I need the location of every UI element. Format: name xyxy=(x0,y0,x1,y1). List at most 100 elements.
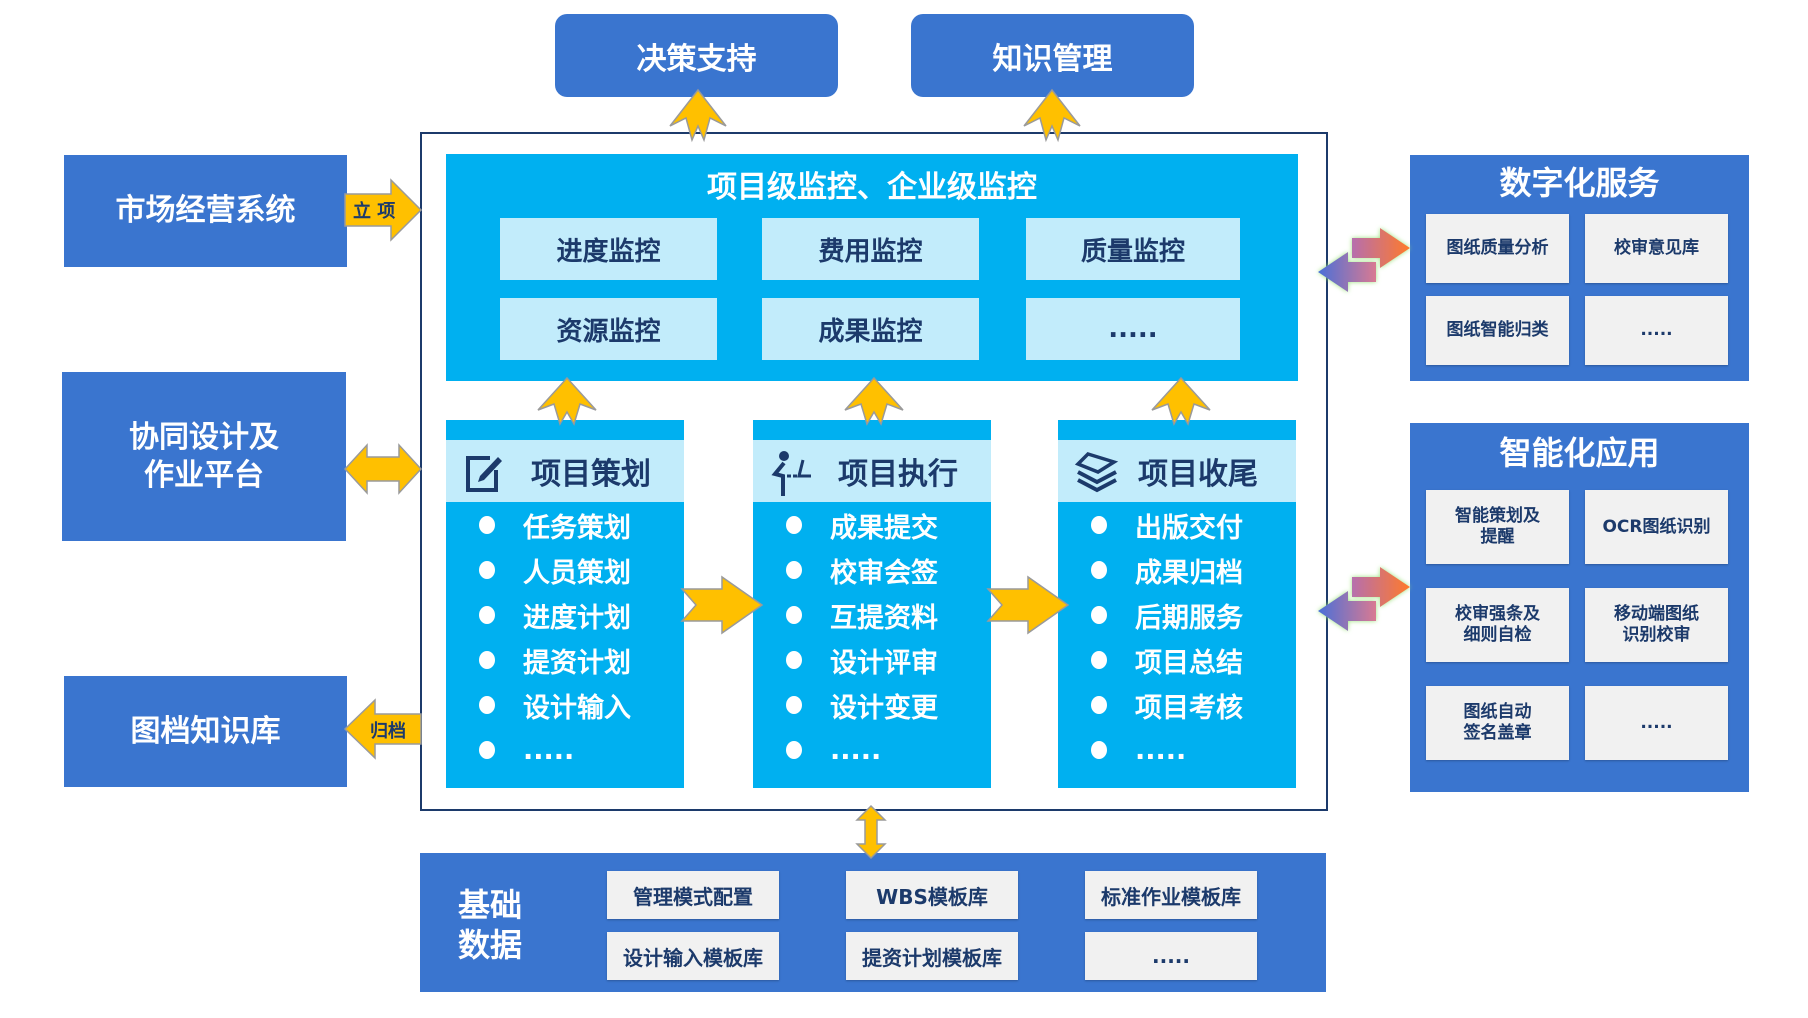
archive-arrow-icon xyxy=(343,698,422,760)
phase-header: 项目收尾 xyxy=(1058,440,1296,502)
phase-stripe xyxy=(1058,420,1296,440)
phase-body: 出版交付 成果归档 后期服务 项目总结 项目考核 ..... xyxy=(1058,502,1296,788)
phase-item: 成果提交 xyxy=(830,512,938,544)
monitor-card: 进度监控 xyxy=(500,218,717,280)
collab-platform-label-line1: 协同设计及 xyxy=(129,419,279,455)
bullet-icon xyxy=(1091,696,1107,714)
monitor-card: 成果监控 xyxy=(762,298,979,360)
phase-title: 项目执行 xyxy=(838,457,958,492)
bullet-icon xyxy=(786,561,802,579)
phase-item: 后期服务 xyxy=(1135,602,1243,634)
base-data-label-line1: 基础 xyxy=(457,886,522,924)
smart-app-card-line: ..... xyxy=(1640,712,1673,733)
collab-platform-label-line2: 作业平台 xyxy=(144,457,264,493)
bullet-icon xyxy=(786,696,802,714)
up-arrow-icon xyxy=(537,376,597,426)
smart-app-card: OCR图纸识别 xyxy=(1585,490,1728,564)
phase-item: ..... xyxy=(830,734,882,766)
smart-app-card: 移动端图纸 识别校审 xyxy=(1585,588,1728,662)
phase-item: ..... xyxy=(523,734,575,766)
bullet-icon xyxy=(1091,741,1107,759)
layers-icon xyxy=(1074,452,1119,493)
service-card: 图纸质量分析 xyxy=(1426,214,1569,283)
smart-app-card-line: 提醒 xyxy=(1480,527,1515,547)
service-card: 图纸智能归类 xyxy=(1426,296,1569,365)
up-arrow-icon xyxy=(669,88,727,143)
monitor-card: 资源监控 xyxy=(500,298,717,360)
smart-app-card: 校审强条及 细则自检 xyxy=(1426,588,1569,662)
phase-item: 项目总结 xyxy=(1135,647,1243,679)
exchange-arrows-icon xyxy=(1318,228,1410,292)
phase-column-closing: 项目收尾 出版交付 成果归档 后期服务 项目总结 项目考核 ..... xyxy=(1058,420,1296,788)
bullet-icon xyxy=(1091,561,1107,579)
phase-column-planning: 项目策划 任务策划 人员策划 进度计划 提资计划 设计输入 ..... xyxy=(446,420,684,788)
smart-app-card: 智能策划及 提醒 xyxy=(1426,490,1569,564)
smart-apps-title: 智能化应用 xyxy=(1499,434,1660,472)
smart-app-card-line: OCR图纸识别 xyxy=(1602,516,1711,537)
archive-arrow-label: 归档 xyxy=(370,721,406,742)
monitor-card: ..... xyxy=(1026,298,1240,360)
monitoring-title: 项目级监控、企业级监控 xyxy=(707,170,1037,205)
phase-item: 项目考核 xyxy=(1135,692,1243,724)
smart-app-card-line: 细则自检 xyxy=(1463,625,1532,645)
phase-column-execution: 项目执行 成果提交 校审会签 互提资料 设计评审 设计变更 ..... xyxy=(753,420,991,788)
phase-item: 校审会签 xyxy=(830,557,938,589)
phase-item: 人员策划 xyxy=(523,557,631,589)
bullet-icon xyxy=(479,651,495,669)
smart-app-card-line: 图纸自动 xyxy=(1463,702,1532,722)
bullet-icon xyxy=(786,516,802,534)
bullet-icon xyxy=(479,741,495,759)
person-desk-icon xyxy=(771,451,811,496)
market-system-box: 市场经营系统 xyxy=(64,155,347,267)
vertical-double-arrow-icon xyxy=(855,804,887,860)
bullet-icon xyxy=(786,741,802,759)
smart-app-card-line: 智能策划及 xyxy=(1455,506,1540,526)
phase-item: 进度计划 xyxy=(523,602,631,634)
smart-app-card-line: 签名盖章 xyxy=(1463,723,1532,743)
right-arrow-icon xyxy=(680,575,764,635)
monitor-card: 质量监控 xyxy=(1026,218,1240,280)
phase-item: 提资计划 xyxy=(523,647,631,679)
base-data-label: 基础 数据 xyxy=(450,883,530,967)
bullet-icon xyxy=(1091,516,1107,534)
base-data-card: 管理模式配置 xyxy=(607,871,779,919)
up-arrow-icon xyxy=(844,376,904,426)
phase-stripe xyxy=(446,420,684,440)
bullet-icon xyxy=(479,561,495,579)
phase-item: ..... xyxy=(1135,734,1187,766)
phase-title: 项目收尾 xyxy=(1138,457,1258,492)
bullet-icon xyxy=(479,696,495,714)
base-data-label-line2: 数据 xyxy=(457,926,522,964)
bullet-icon xyxy=(479,606,495,624)
smart-app-card: ..... xyxy=(1585,686,1728,760)
archive-library-label: 图档知识库 xyxy=(130,713,281,749)
exchange-arrows-icon xyxy=(1318,567,1410,631)
smart-app-card-line: 校审强条及 xyxy=(1455,604,1540,624)
service-card: 校审意见库 xyxy=(1585,214,1728,283)
decision-support-box: 决策支持 xyxy=(555,14,838,97)
edit-icon xyxy=(466,456,502,492)
market-system-label: 市场经营系统 xyxy=(115,193,296,228)
double-arrow-icon xyxy=(343,443,423,495)
monitor-card: 费用监控 xyxy=(762,218,979,280)
base-data-card: 标准作业模板库 xyxy=(1085,871,1257,919)
knowledge-management-label: 知识管理 xyxy=(992,41,1113,77)
smart-app-card: 图纸自动 签名盖章 xyxy=(1426,686,1569,760)
digital-services-title: 数字化服务 xyxy=(1499,164,1660,202)
phase-item: 出版交付 xyxy=(1135,512,1243,544)
phase-stripe xyxy=(753,420,991,440)
phase-body: 成果提交 校审会签 互提资料 设计评审 设计变更 ..... xyxy=(753,502,991,788)
archive-library-box: 图档知识库 xyxy=(64,676,347,787)
phase-body: 任务策划 人员策划 进度计划 提资计划 设计输入 ..... xyxy=(446,502,684,788)
collab-platform-box: 协同设计及 作业平台 xyxy=(62,372,346,541)
bullet-icon xyxy=(1091,606,1107,624)
phase-item: 任务策划 xyxy=(523,512,631,544)
phase-item: 设计变更 xyxy=(830,692,938,724)
phase-item: 设计输入 xyxy=(523,692,631,724)
phase-header: 项目策划 xyxy=(446,440,684,502)
base-data-card: 提资计划模板库 xyxy=(846,932,1018,980)
bullet-icon xyxy=(479,516,495,534)
knowledge-management-box: 知识管理 xyxy=(911,14,1194,97)
phase-header: 项目执行 xyxy=(753,440,991,502)
base-data-card: 设计输入模板库 xyxy=(607,932,779,980)
